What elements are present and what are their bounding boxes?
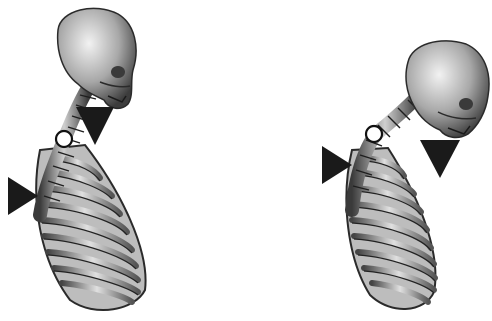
joint-marker-left [56, 131, 72, 147]
skeleton-figure-right [322, 41, 489, 309]
arrow-right-left [8, 177, 38, 215]
arrow-down-right [420, 140, 460, 178]
skeleton-figure-left [8, 8, 146, 310]
skull-right [406, 41, 489, 138]
arrow-down-left [76, 107, 114, 145]
joint-marker-right [366, 126, 382, 142]
skull-left [58, 8, 136, 108]
